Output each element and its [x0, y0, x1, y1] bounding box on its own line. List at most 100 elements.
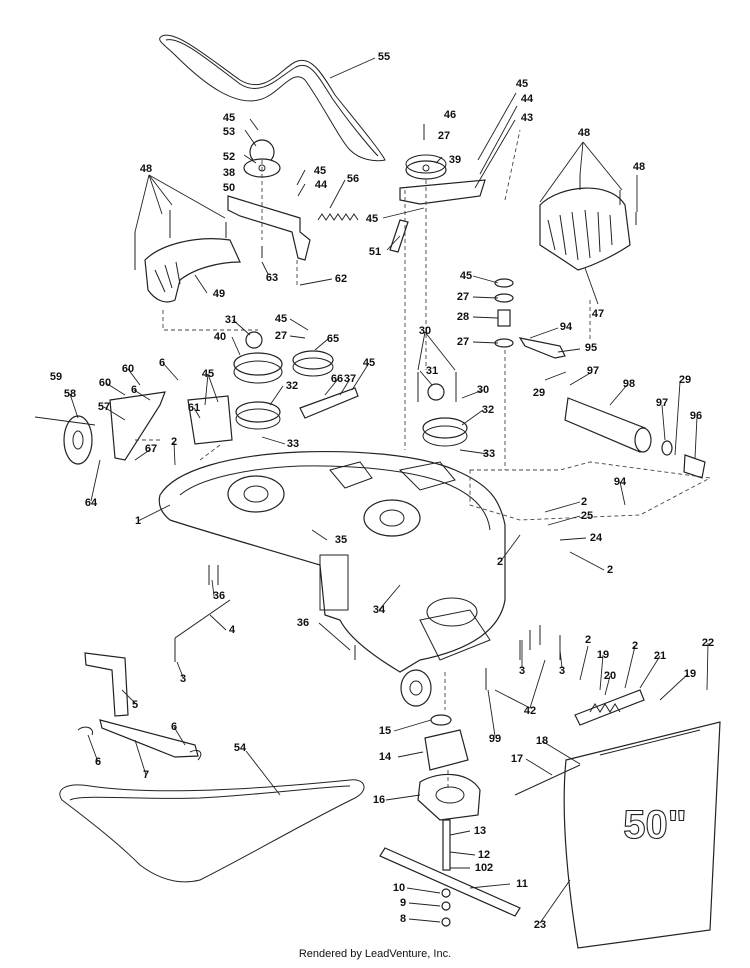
callout-67: 67: [144, 443, 158, 455]
callout-27: 27: [437, 130, 451, 142]
callout-45: 45: [274, 313, 288, 325]
callout-45: 45: [365, 213, 379, 225]
callout-45: 45: [459, 270, 473, 282]
callout-2: 2: [580, 496, 588, 508]
spring-56: [317, 213, 359, 221]
callout-38: 38: [222, 167, 236, 179]
rod-17: [514, 764, 581, 796]
callout-45: 45: [201, 368, 215, 380]
callout-98: 98: [622, 378, 636, 390]
stack-28: [494, 278, 514, 348]
callout-2: 2: [606, 564, 614, 576]
callout-32: 32: [285, 380, 299, 392]
callout-29: 29: [678, 374, 692, 386]
callout-47: 47: [591, 308, 605, 320]
belt-55: [159, 34, 386, 162]
callout-60: 60: [121, 363, 135, 375]
callout-6: 6: [170, 721, 178, 733]
pulley-39-assembly: [399, 154, 486, 205]
callout-15: 15: [378, 725, 392, 737]
callout-45: 45: [362, 357, 376, 369]
rendered-by-footer: Rendered by LeadVenture, Inc.: [298, 948, 452, 960]
blade-11: [379, 847, 521, 927]
callout-66: 66: [330, 373, 344, 385]
callout-46: 46: [443, 109, 457, 121]
belt-guard-47: [539, 187, 631, 271]
callout-3: 3: [179, 673, 187, 685]
callout-6: 6: [130, 384, 138, 396]
callout-30: 30: [418, 325, 432, 337]
bracket-51: [389, 219, 409, 253]
spindle-assembly: [417, 714, 481, 871]
callout-9: 9: [399, 897, 407, 909]
callout-102: 102: [474, 862, 494, 874]
callout-24: 24: [589, 532, 603, 544]
callout-22: 22: [701, 637, 715, 649]
callout-50: 50: [222, 182, 236, 194]
callout-19: 19: [683, 668, 697, 680]
callout-61: 61: [187, 402, 201, 414]
callout-65: 65: [326, 333, 340, 345]
callout-45: 45: [313, 165, 327, 177]
callout-48: 48: [577, 127, 591, 139]
callout-37: 37: [343, 373, 357, 385]
callout-27: 27: [456, 336, 470, 348]
callout-49: 49: [212, 288, 226, 300]
callout-51: 51: [368, 246, 382, 258]
callout-17: 17: [510, 753, 524, 765]
callout-96: 96: [689, 410, 703, 422]
callout-2: 2: [170, 436, 178, 448]
callout-36: 36: [212, 590, 226, 602]
deck-gauge-wheel: [400, 669, 432, 707]
callout-11: 11: [516, 878, 528, 890]
callout-30: 30: [476, 384, 490, 396]
callout-19: 19: [596, 649, 610, 661]
callout-27: 27: [274, 330, 288, 342]
callout-94: 94: [613, 476, 627, 488]
callout-6: 6: [94, 756, 102, 768]
callout-14: 14: [378, 751, 392, 763]
arm-95-and-roller-98: [518, 337, 706, 479]
callout-45: 45: [515, 78, 529, 90]
callout-54: 54: [233, 742, 247, 754]
callout-99: 99: [488, 733, 502, 745]
callout-56: 56: [346, 173, 360, 185]
deck-shell-1: [158, 450, 506, 673]
callout-48: 48: [139, 163, 153, 175]
callout-5: 5: [131, 699, 139, 711]
callout-6: 6: [158, 357, 166, 369]
callout-95: 95: [584, 342, 598, 354]
callout-21: 21: [653, 650, 667, 662]
callout-48: 48: [632, 161, 646, 173]
belt-54: [59, 779, 365, 883]
callout-36: 36: [296, 617, 310, 629]
callout-4: 4: [228, 624, 236, 636]
callout-57: 57: [97, 401, 111, 413]
callout-62: 62: [334, 273, 348, 285]
callout-13: 13: [473, 825, 487, 837]
callout-12: 12: [477, 849, 491, 861]
callout-33: 33: [286, 438, 300, 450]
callout-27: 27: [456, 291, 470, 303]
callout-16: 16: [372, 794, 386, 806]
idler-pulleys-center: [233, 331, 468, 447]
callout-52: 52: [222, 151, 236, 163]
callout-44: 44: [520, 93, 534, 105]
wheel-bracket-57-58: [34, 391, 233, 465]
dashed-assembly-lines: [135, 129, 712, 790]
callout-34: 34: [372, 604, 386, 616]
callout-10: 10: [392, 882, 406, 894]
callout-58: 58: [63, 388, 77, 400]
hardware-bolts: [134, 124, 637, 690]
callout-44: 44: [314, 179, 328, 191]
callout-28: 28: [456, 311, 470, 323]
callout-18: 18: [535, 735, 549, 747]
callout-25: 25: [580, 510, 594, 522]
callout-8: 8: [399, 913, 407, 925]
callout-40: 40: [213, 331, 227, 343]
callout-20: 20: [603, 670, 617, 682]
belt-guard-49: [144, 238, 241, 303]
callout-3: 3: [558, 665, 566, 677]
